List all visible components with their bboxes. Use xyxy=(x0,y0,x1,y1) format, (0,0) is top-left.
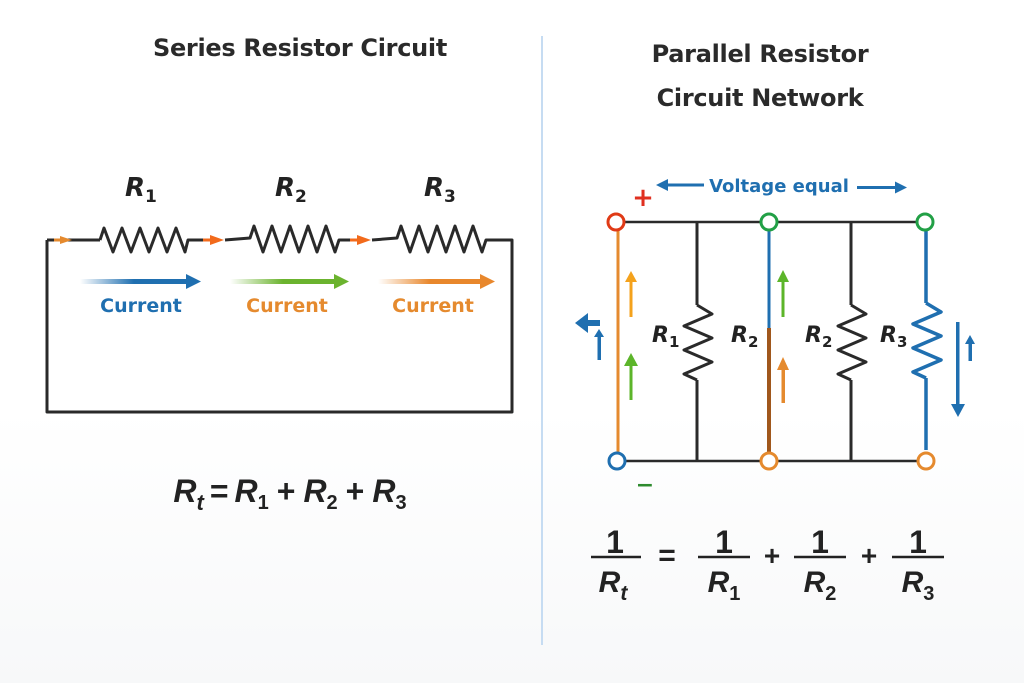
formula-term1-denominator: R1 xyxy=(708,566,741,605)
current-arrow-blue-return xyxy=(575,313,604,360)
parallel-label-r2b: R2 xyxy=(805,323,832,351)
series-current-label-3: Current xyxy=(392,295,474,317)
branch-r2b xyxy=(836,222,868,461)
parallel-title-line1: Parallel Resistor xyxy=(651,40,869,68)
formula-term3-numerator: 1 xyxy=(909,524,927,560)
voltage-equal-label: Voltage equal xyxy=(709,176,849,197)
current-arrow-blue-up-small xyxy=(965,335,975,361)
series-formula: Rt=R1+R2+R3 xyxy=(173,473,406,515)
plus-sign: + xyxy=(632,183,654,213)
formula-plus-1: + xyxy=(764,540,780,571)
minus-sign: − xyxy=(636,473,654,498)
parallel-formula: 1 Rt = 1 R1 + 1 R2 + 1 R3 xyxy=(591,524,944,605)
branch-r1 xyxy=(682,222,714,461)
series-circuit xyxy=(45,224,514,414)
series-current-marker-2-tail xyxy=(203,238,212,242)
formula-term3-denominator: R3 xyxy=(902,566,935,605)
current-arrow-green-up-left xyxy=(624,353,638,400)
node-bottom-middle xyxy=(759,451,779,471)
series-current-marker-3-tail xyxy=(350,238,359,242)
node-top-left xyxy=(606,212,626,232)
parallel-title: Parallel Resistor Circuit Network xyxy=(590,32,930,120)
parallel-title-line2: Circuit Network xyxy=(656,84,864,112)
series-current-arrow-3 xyxy=(378,274,495,289)
parallel-label-r2: R2 xyxy=(731,323,758,351)
current-arrow-orange-up-middle xyxy=(777,357,789,403)
series-label-r2: R2 xyxy=(275,173,307,207)
formula-lhs-numerator: 1 xyxy=(606,524,624,560)
parallel-label-r1: R1 xyxy=(652,323,679,351)
parallel-label-r3: R3 xyxy=(880,323,907,351)
series-title: Series Resistor Circuit xyxy=(152,34,448,62)
formula-lhs-denominator: Rt xyxy=(599,566,629,605)
formula-plus-2: + xyxy=(861,540,877,571)
series-current-label-2: Current xyxy=(246,295,328,317)
series-current-marker-1 xyxy=(60,236,72,244)
node-top-right xyxy=(915,212,935,232)
current-arrow-orange-up xyxy=(625,271,637,317)
series-current-marker-2 xyxy=(210,235,224,245)
current-arrow-blue-down xyxy=(951,322,965,417)
series-current-label-1: Current xyxy=(100,295,182,317)
series-current-marker-1-tail xyxy=(54,238,62,242)
series-label-r3: R3 xyxy=(424,173,456,207)
branch-r3 xyxy=(911,222,943,450)
series-current-marker-3 xyxy=(357,235,371,245)
node-bottom-right xyxy=(916,451,936,471)
resistor-r3-symbol xyxy=(371,224,490,254)
series-loop-wire xyxy=(45,238,514,414)
resistor-r1-symbol xyxy=(98,226,205,254)
formula-term2-denominator: R2 xyxy=(804,566,837,605)
series-current-arrow-2 xyxy=(230,274,349,289)
formula-term1-numerator: 1 xyxy=(715,524,733,560)
voltage-right-arrow xyxy=(857,181,907,194)
node-bottom-left xyxy=(607,451,627,471)
resistor-r2-symbol xyxy=(224,224,356,254)
formula-term2-numerator: 1 xyxy=(811,524,829,560)
node-top-middle xyxy=(759,212,779,232)
series-label-r1: R1 xyxy=(125,173,157,207)
series-current-arrow-1 xyxy=(80,274,201,289)
voltage-left-arrow xyxy=(656,179,704,191)
current-arrow-green-up-middle xyxy=(777,270,789,317)
formula-equals: = xyxy=(658,539,676,572)
